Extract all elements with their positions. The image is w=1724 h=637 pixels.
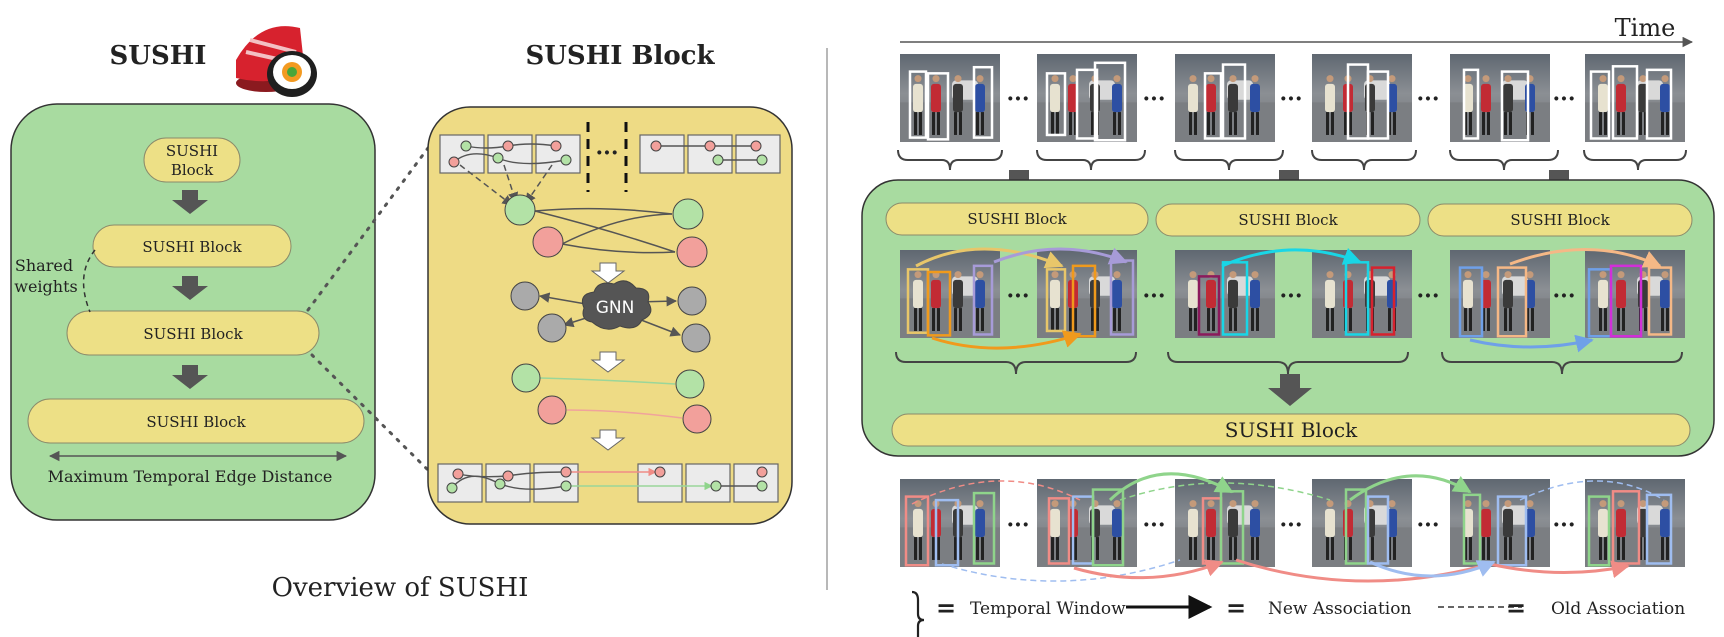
video-frame-thumbnail [1175,54,1275,142]
level1-block-1 [885,202,1149,236]
level2-block [891,413,1691,447]
time-label: Time [1615,14,1676,42]
legend-brace-icon [911,590,925,637]
level1-block-1-label: SUSHI Block [967,210,1067,228]
left-top-block-line2: Block [171,161,214,179]
frame-ellipsis: ··· [1553,86,1576,112]
video-frame-thumbnail [1312,54,1412,142]
zoom-line-top [306,146,430,312]
gnn-label: GNN [596,298,635,318]
level1-block-3-label: SUSHI Block [1510,211,1610,229]
middle-title: SUSHI Block [525,41,715,71]
sushi-icon [236,26,317,97]
left-block-3-label: SUSHI Block [143,325,243,343]
frame-ellipsis: ··· [1553,512,1576,538]
legend-old-association: Old Association [1551,599,1685,619]
legend-equals-1: = [936,593,956,622]
level2-block-label: SUSHI Block [1225,418,1358,442]
video-frame-thumbnail [1312,250,1412,338]
row2-association-arrows [915,247,1662,353]
frames-row-middle-ellipses: ··· ··· ··· ··· ··· [1007,283,1576,309]
frames-row-top-ellipses: ··· ··· ··· ··· ··· [1007,86,1576,112]
frame-ellipsis: ··· [1553,283,1576,309]
frames-row-bottom [900,479,1685,567]
frame-ellipsis: ··· [1417,86,1440,112]
frame-ellipsis: ··· [1280,512,1303,538]
video-frame-thumbnail [1450,54,1550,142]
level2-arrow [1268,374,1312,406]
down-arrow-1 [172,190,208,214]
video-frame-thumbnail [900,54,1000,142]
legend-equals-3: = [1506,593,1526,622]
middle-ellipsis: ··· [596,140,619,166]
frame-ellipsis: ··· [1417,512,1440,538]
level1-block-3 [1427,203,1693,237]
shared-weights-curve [82,249,96,313]
video-frame-thumbnail [1450,479,1550,567]
frame-ellipsis: ··· [1007,86,1030,112]
figure-caption: Overview of SUSHI [272,573,529,603]
stage-arrow-3 [590,429,626,451]
frame-ellipsis: ··· [1280,283,1303,309]
temporal-window-braces-top [897,149,1687,171]
frame-ellipsis: ··· [1280,86,1303,112]
temporal-distance-label: Maximum Temporal Edge Distance [48,467,333,486]
frame-ellipsis: ··· [1143,283,1166,309]
graph-stage-2: GNN [510,280,711,353]
video-frame-thumbnail [1037,479,1137,567]
frame-ellipsis: ··· [1007,512,1030,538]
legend-new-association: New Association [1268,599,1411,619]
frame-ellipsis: ··· [1143,86,1166,112]
frame-ellipsis: ··· [1007,283,1030,309]
video-frame-thumbnail [900,479,1000,567]
video-frame-thumbnail [1175,479,1275,567]
stage-arrow-2 [590,351,626,373]
shared-weights-line2: weights [14,277,77,296]
video-frame-thumbnail [900,250,1000,338]
video-frame-thumbnail [1450,250,1550,338]
left-block-3 [66,310,320,356]
frame-ellipsis: ··· [1417,283,1440,309]
left-top-block [143,137,241,183]
stage-arrow-1 [590,262,626,284]
graph-stage-3 [511,363,712,434]
down-arrow-2 [172,276,208,300]
zoom-line-bottom [310,353,432,474]
left-top-block-line1: SUSHI [166,142,218,160]
video-frame-thumbnail [1037,250,1137,338]
graph-stage-1 [504,194,708,268]
left-title: SUSHI [110,41,207,71]
shared-weights-line1: Shared [15,256,73,275]
legend-temporal-window: Temporal Window [970,599,1126,619]
output-frame-nodes [446,466,768,494]
legend-equals-2: = [1226,593,1246,622]
left-block-4 [27,398,365,444]
left-block-4-label: SUSHI Block [146,413,246,431]
video-frame-thumbnail [1585,479,1685,567]
row3-new-associations [1073,472,1630,583]
frames-row-top [900,54,1685,142]
left-block-2 [92,224,292,268]
frame-ellipsis: ··· [1143,512,1166,538]
left-block-2-label: SUSHI Block [142,238,242,256]
down-arrow-3 [172,365,208,389]
input-frame-nodes [448,140,768,168]
gnn-cloud [581,280,652,330]
video-frame-thumbnail [1585,54,1685,142]
level1-block-2 [1155,203,1421,237]
video-frame-thumbnail [1585,250,1685,338]
frames-row-bottom-ellipses: ··· ··· ··· ··· ··· [1007,512,1576,538]
video-frame-thumbnail [1037,54,1137,142]
level1-block-2-label: SUSHI Block [1238,211,1338,229]
